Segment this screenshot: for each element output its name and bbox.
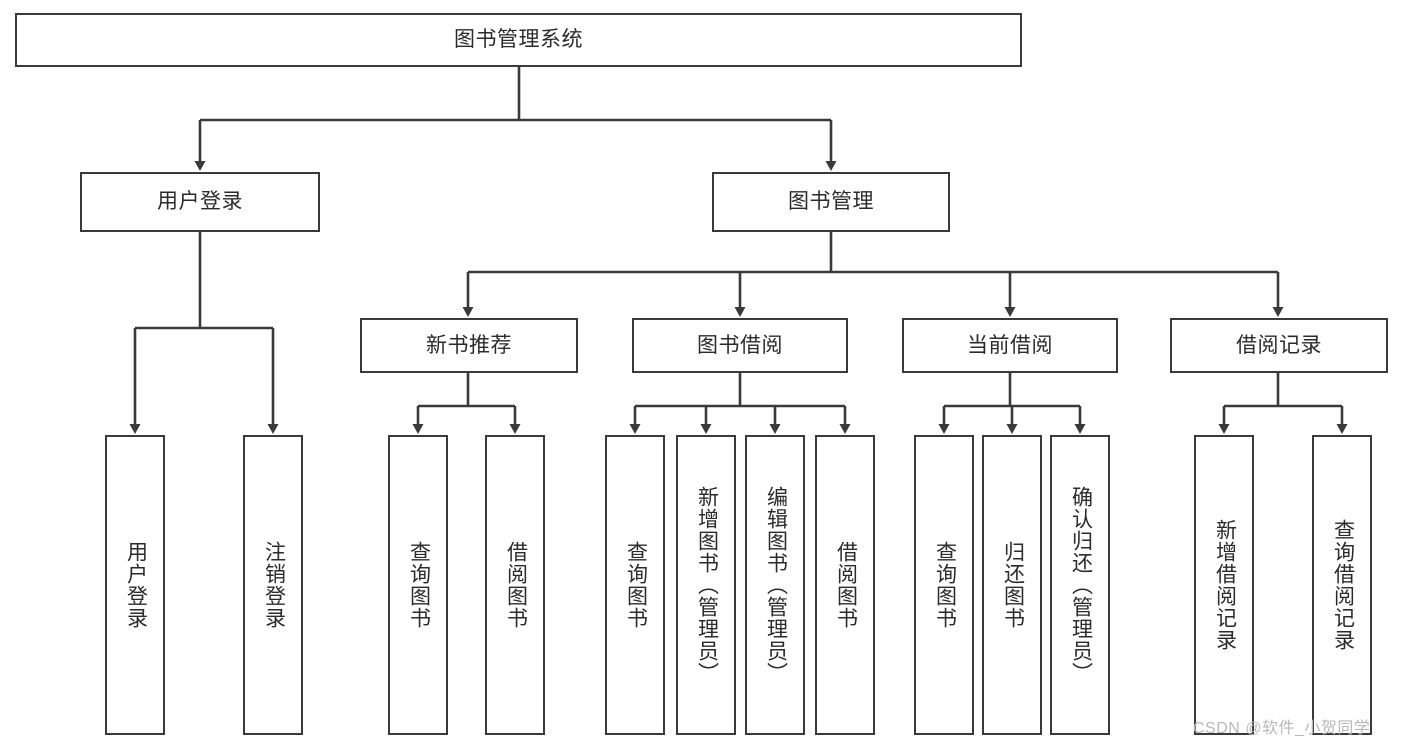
node-current-borrow-label: 当前借阅 — [967, 333, 1053, 357]
leaf-borrow-add-book-label: 新增图书（管理员） — [695, 486, 719, 684]
leaf-user-login-label: 用户登录 — [124, 541, 148, 629]
node-book-management[interactable]: 图书管理 — [712, 172, 950, 232]
leaf-record-query[interactable]: 查询借阅记录 — [1312, 435, 1372, 735]
leaf-record-add[interactable]: 新增借阅记录 — [1194, 435, 1254, 735]
node-root[interactable]: 图书管理系统 — [15, 13, 1022, 67]
leaf-current-confirm-return[interactable]: 确认归还（管理员） — [1050, 435, 1110, 735]
node-book-management-label: 图书管理 — [788, 190, 874, 214]
leaf-record-query-label: 查询借阅记录 — [1331, 519, 1355, 651]
leaf-borrow-lend-book-label: 借阅图书 — [834, 541, 858, 629]
leaf-user-logout-label: 注销登录 — [262, 541, 286, 629]
leaf-borrow-query-label: 查询图书 — [624, 541, 648, 629]
leaf-new-book-borrow[interactable]: 借阅图书 — [485, 435, 545, 735]
leaf-new-book-query[interactable]: 查询图书 — [388, 435, 448, 735]
leaf-new-book-borrow-label: 借阅图书 — [504, 541, 528, 629]
node-book-borrow-label: 图书借阅 — [697, 333, 783, 357]
leaf-current-return[interactable]: 归还图书 — [982, 435, 1042, 735]
leaf-borrow-add-book[interactable]: 新增图书（管理员） — [676, 435, 736, 735]
leaf-current-return-label: 归还图书 — [1001, 541, 1025, 629]
leaf-new-book-query-label: 查询图书 — [407, 541, 431, 629]
leaf-borrow-lend-book[interactable]: 借阅图书 — [815, 435, 875, 735]
leaf-borrow-query[interactable]: 查询图书 — [605, 435, 665, 735]
leaf-current-confirm-return-label: 确认归还（管理员） — [1069, 486, 1093, 684]
node-user-login-label: 用户登录 — [157, 190, 243, 214]
node-new-book-recommend[interactable]: 新书推荐 — [360, 318, 578, 373]
leaf-record-add-label: 新增借阅记录 — [1213, 519, 1237, 651]
leaf-current-query-label: 查询图书 — [933, 541, 957, 629]
node-user-login[interactable]: 用户登录 — [80, 172, 320, 232]
node-borrow-records[interactable]: 借阅记录 — [1170, 318, 1388, 373]
leaf-user-login[interactable]: 用户登录 — [105, 435, 165, 735]
leaf-user-logout[interactable]: 注销登录 — [243, 435, 303, 735]
node-root-label: 图书管理系统 — [454, 28, 583, 52]
node-new-book-recommend-label: 新书推荐 — [426, 333, 512, 357]
node-current-borrow[interactable]: 当前借阅 — [902, 318, 1118, 373]
leaf-borrow-edit-book-label: 编辑图书（管理员） — [764, 486, 788, 684]
node-book-borrow[interactable]: 图书借阅 — [632, 318, 848, 373]
leaf-current-query[interactable]: 查询图书 — [914, 435, 974, 735]
node-borrow-records-label: 借阅记录 — [1236, 333, 1322, 357]
leaf-borrow-edit-book[interactable]: 编辑图书（管理员） — [745, 435, 805, 735]
